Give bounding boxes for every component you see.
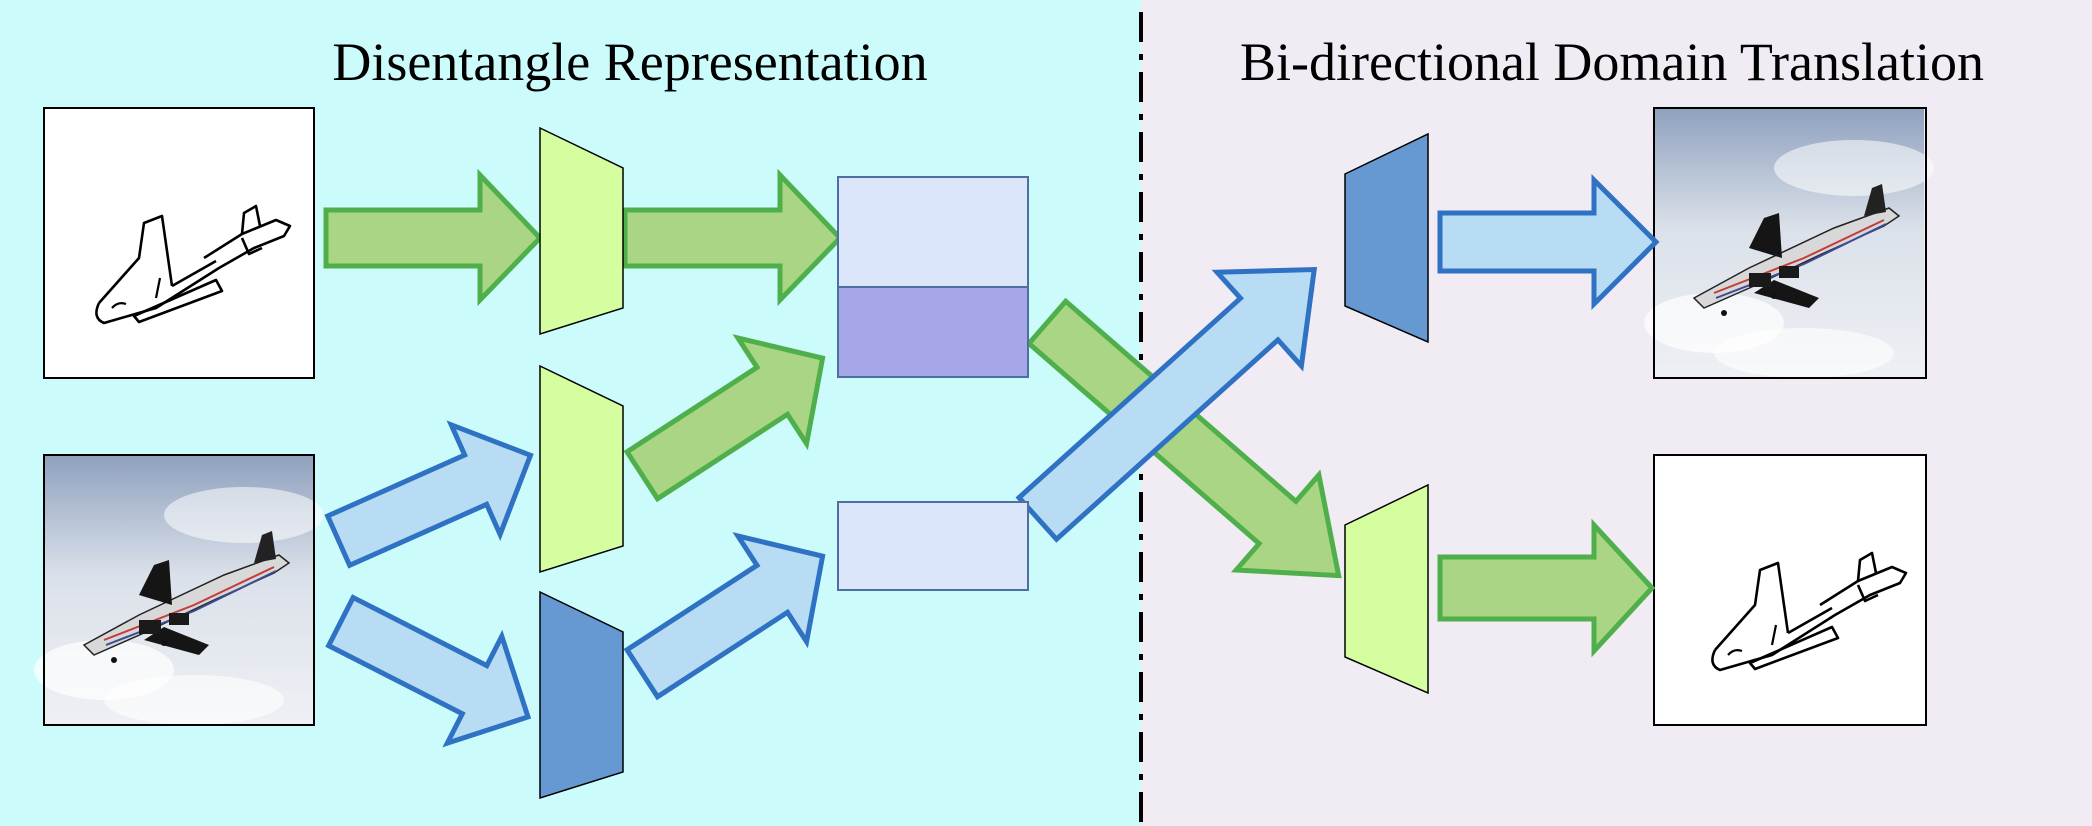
shared-content-feature — [837, 176, 1029, 288]
right-section-background — [1141, 0, 2092, 826]
green-arrow-decoder-to-output-sketch — [1437, 518, 1656, 658]
style-feature — [837, 286, 1029, 378]
input-sketch-image — [43, 107, 315, 379]
photo-encoder-dark — [539, 590, 624, 800]
green-arrow-sketch-to-encoder — [323, 168, 544, 307]
sketch-decoder-light — [1344, 483, 1429, 695]
green-arrow-encoder-to-style — [623, 334, 826, 503]
left-section-title: Disentangle Representation — [332, 32, 927, 92]
blue-arrow-photo-to-dark-encoder — [325, 594, 532, 748]
right-section-title: Bi-directional Domain Translation — [1240, 32, 1984, 92]
blue-arrow-photo-to-light-encoder — [324, 420, 534, 569]
photo-specific-feature — [837, 501, 1029, 591]
blue-arrow-feature-to-photo-decoder — [1015, 266, 1318, 543]
photo-decoder-dark — [1344, 132, 1429, 344]
output-sketch-image — [1653, 454, 1927, 726]
sketch-encoder-light — [539, 126, 624, 336]
photo-encoder-light — [539, 364, 624, 574]
green-arrow-encoder-to-content — [622, 168, 844, 307]
blue-arrow-decoder-to-output-photo — [1437, 173, 1660, 311]
green-arrow-feature-to-sketch-decoder — [1025, 297, 1342, 579]
output-photo-image — [1643, 107, 1935, 379]
input-photo-image — [33, 454, 325, 726]
blue-arrow-dark-encoder-to-feature — [623, 532, 826, 701]
